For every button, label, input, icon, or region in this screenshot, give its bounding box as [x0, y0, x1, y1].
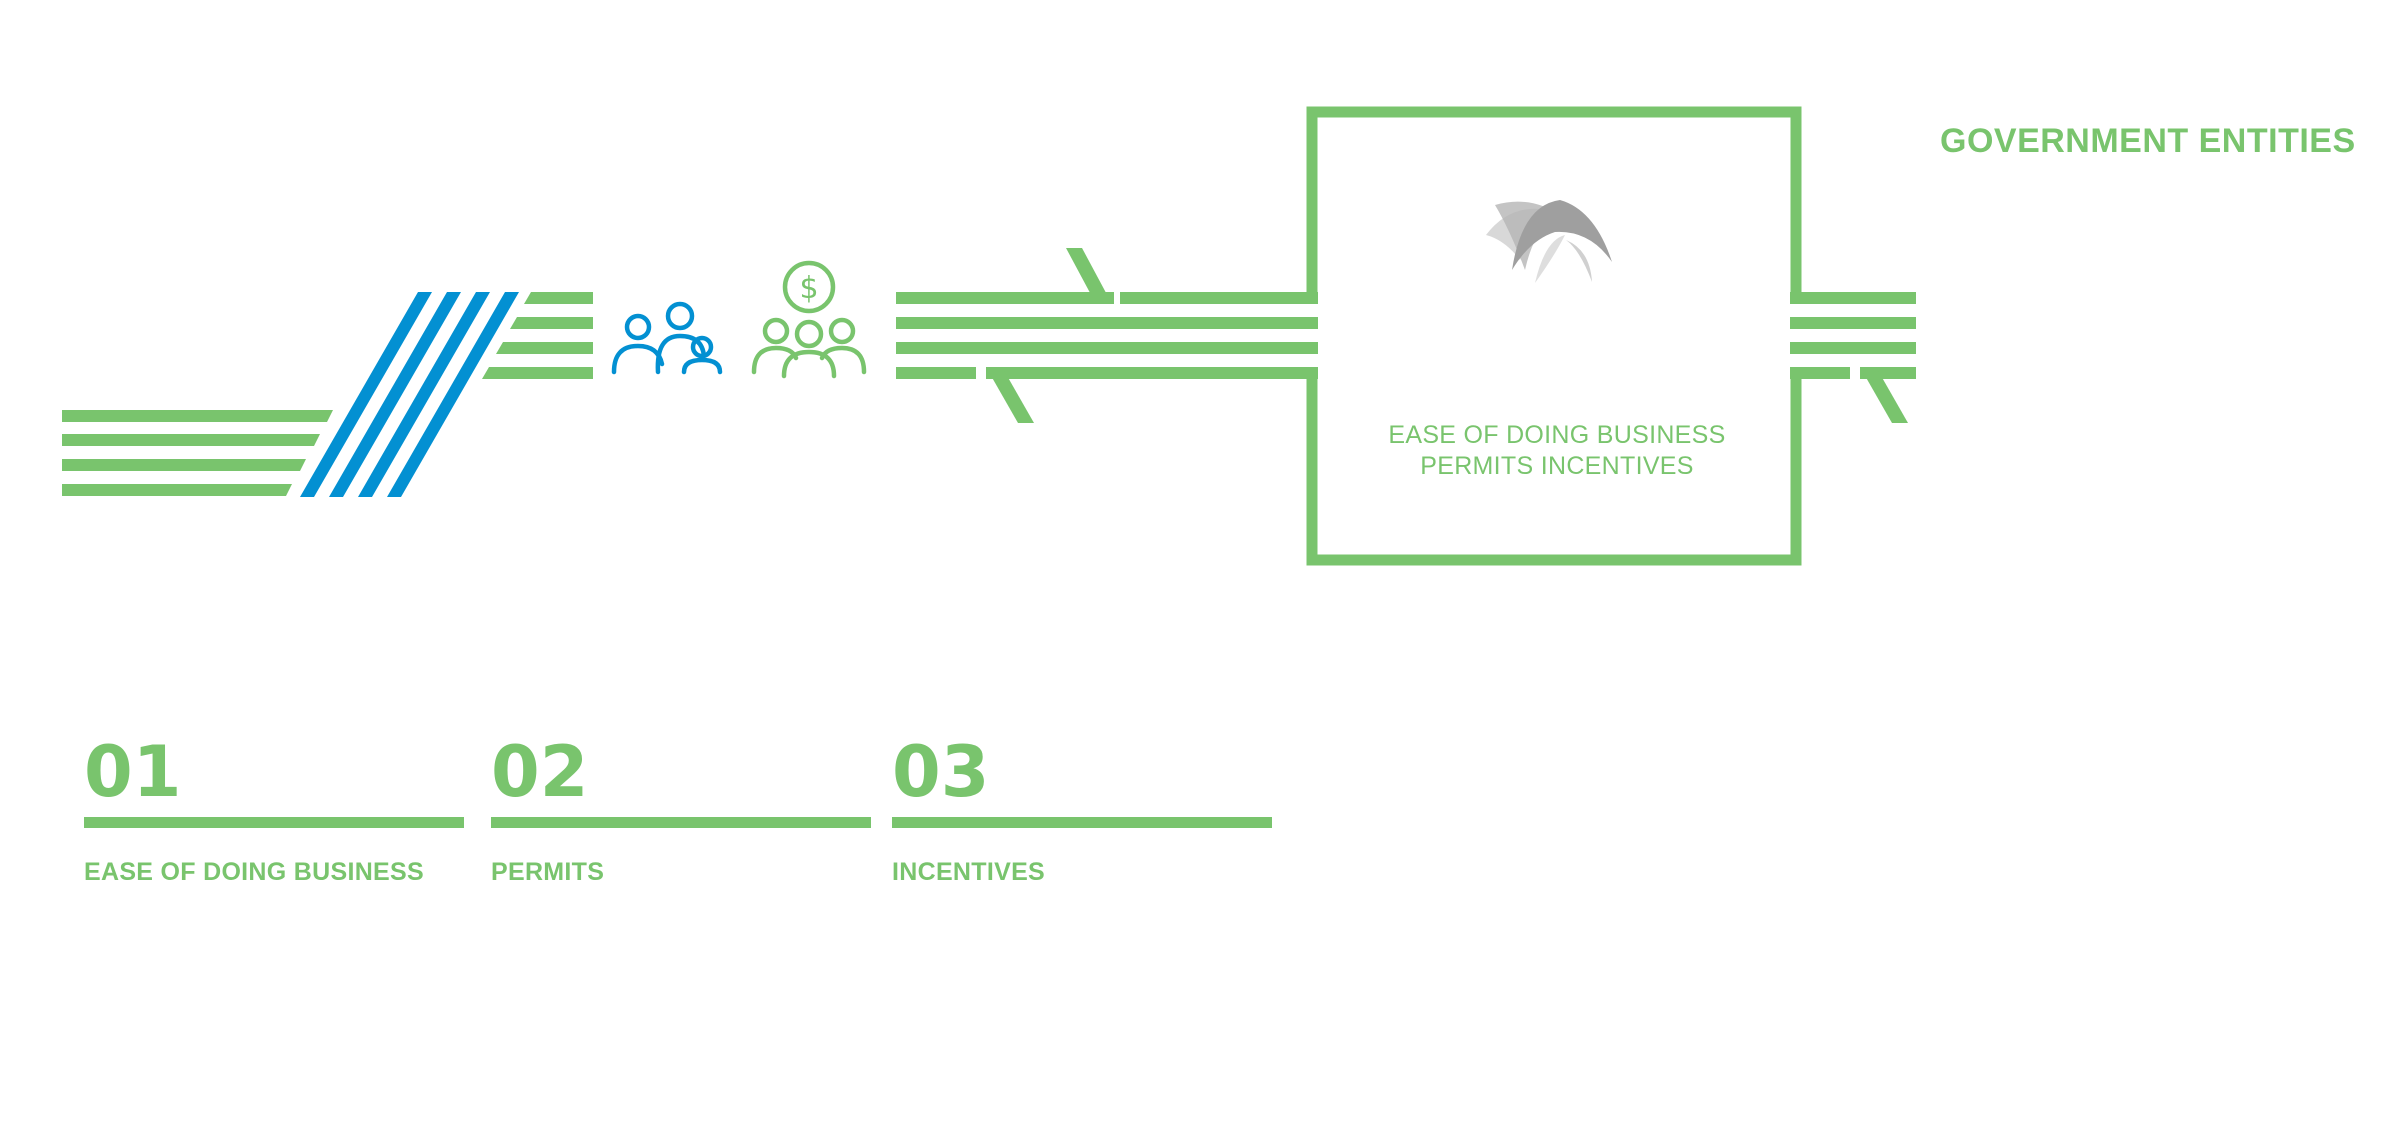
box-label-line1: EASE OF DOING BUSINESS — [1388, 421, 1726, 449]
step-2: 02 PERMITS — [491, 737, 871, 887]
channel-left — [896, 248, 1318, 423]
step-divider — [84, 817, 464, 828]
step-label: EASE OF DOING BUSINESS — [84, 858, 424, 886]
svg-text:$: $ — [799, 271, 818, 306]
logo-emblem-icon — [1486, 200, 1612, 283]
channel-right — [1790, 292, 1916, 423]
step-label: PERMITS — [491, 858, 605, 886]
left-stripes — [62, 410, 333, 496]
step-number: 03 — [892, 731, 990, 813]
step-3: 03 INCENTIVES — [892, 737, 1272, 887]
box-label: EASE OF DOING BUSINESS PERMITS INCENTIVE… — [1312, 420, 1802, 482]
step-number: 01 — [84, 731, 182, 813]
step-divider — [491, 817, 871, 828]
box-label-line2: PERMITS INCENTIVES — [1420, 452, 1694, 480]
step-label: INCENTIVES — [892, 858, 1046, 886]
process-box — [1306, 106, 1802, 566]
step-divider — [892, 817, 1272, 828]
step-number: 02 — [491, 731, 589, 813]
blue-diagonal-stripes — [300, 292, 519, 497]
page-title: GOVERNMENT ENTITIES — [1940, 122, 2356, 160]
parent-child-group-icon — [611, 301, 723, 375]
upper-stripes — [482, 292, 593, 379]
step-1: 01 EASE OF DOING BUSINESS — [84, 737, 464, 887]
funded-group-icon: $ — [751, 260, 867, 379]
